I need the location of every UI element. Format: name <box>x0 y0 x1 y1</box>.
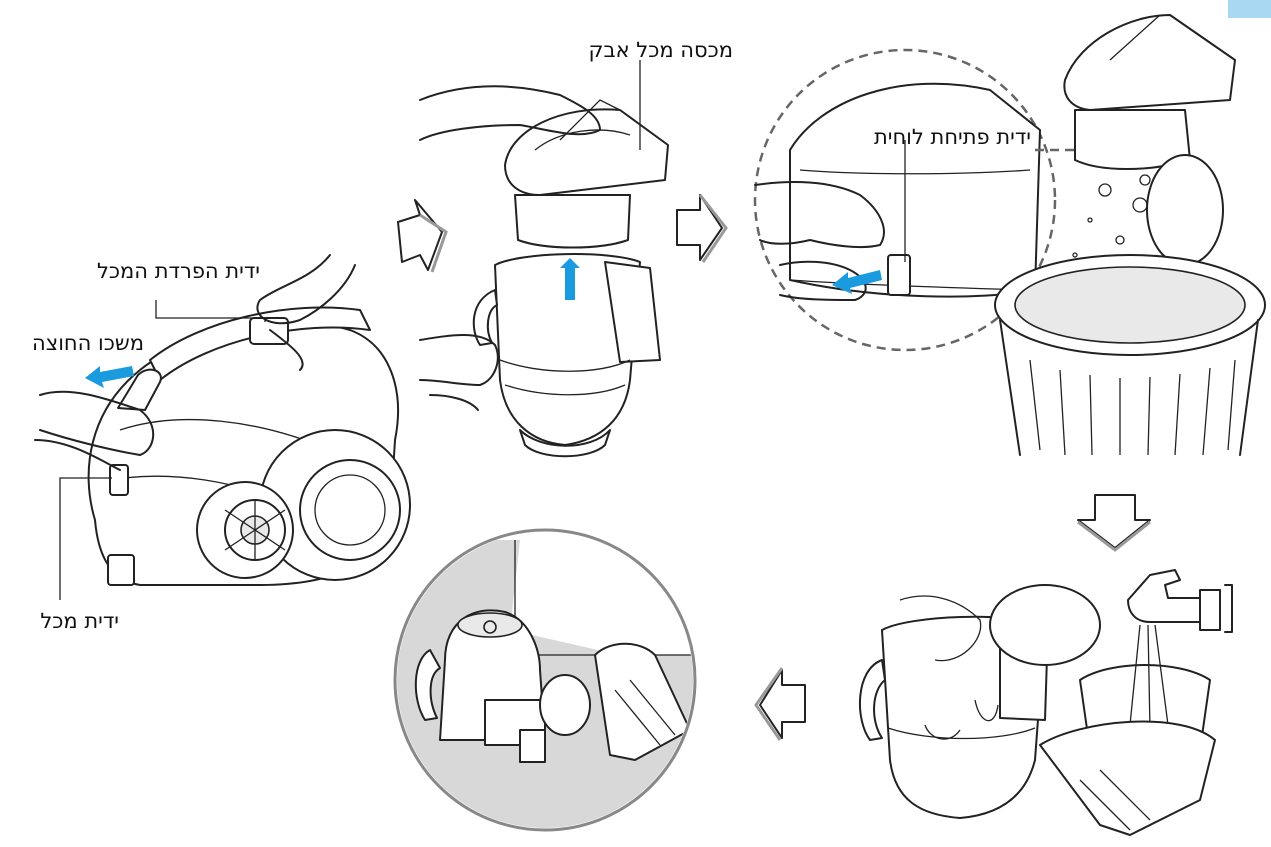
label-bin-handle: ידית מכל <box>40 611 119 632</box>
corner-tab <box>1228 0 1271 18</box>
flow-arrow-3 <box>1078 495 1150 548</box>
label-dust-cover: מכסה מכל אבק <box>589 40 733 61</box>
reassembly-zoom <box>395 530 700 830</box>
dust-bin-cover-illustration <box>420 86 668 456</box>
label-separation-handle: ידית הפרדת המכל <box>97 261 260 282</box>
washing-illustration <box>860 570 1232 835</box>
vacuum-cleaner-illustration <box>35 255 410 585</box>
label-pull-handle: משכו החוצה <box>32 333 144 354</box>
flow-arrow-2 <box>677 195 722 260</box>
label-plate-release-handle: ידית פתיחת לוחית <box>874 127 1031 148</box>
flow-arrow-4 <box>760 670 805 738</box>
